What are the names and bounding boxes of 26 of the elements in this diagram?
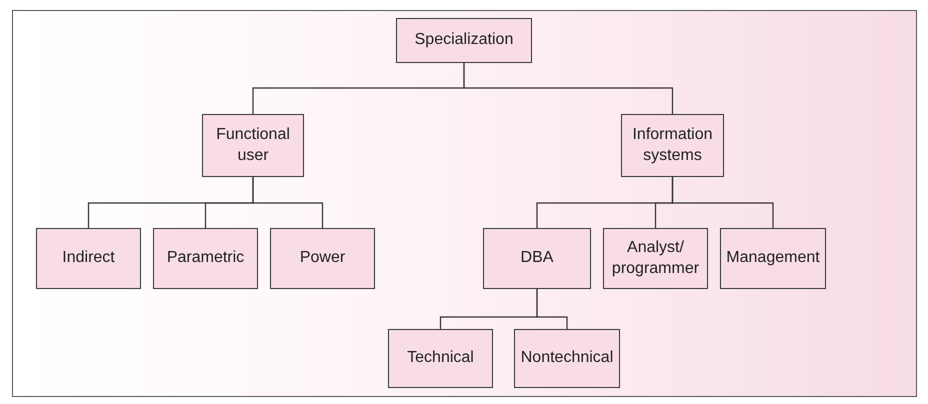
org-box — [483, 228, 591, 289]
node-label: Specialization — [414, 30, 514, 50]
org-box — [153, 228, 258, 289]
node-label: Power — [300, 248, 346, 268]
org-box — [270, 228, 375, 289]
org-box — [621, 114, 724, 177]
org-box — [514, 329, 620, 388]
node-label: Management — [726, 248, 820, 268]
connector-line — [463, 63, 674, 114]
connector-line — [672, 177, 774, 228]
org-box — [388, 329, 493, 388]
org-box — [396, 18, 532, 63]
node-label: Information systems — [631, 124, 714, 166]
node-label: Technical — [407, 348, 474, 368]
org-box — [720, 228, 826, 289]
node-label: Analyst/ programmer — [610, 238, 700, 278]
node-label: Nontechnical — [520, 348, 614, 368]
node-label: DBA — [520, 248, 554, 268]
node-label: Indirect — [62, 248, 115, 268]
connector-line — [252, 177, 324, 228]
connector-line — [536, 289, 568, 329]
node-label: Parametric — [166, 248, 244, 268]
org-box — [202, 114, 304, 177]
org-box — [36, 228, 141, 289]
node-label: Functional user — [215, 124, 291, 166]
org-box — [603, 228, 708, 289]
